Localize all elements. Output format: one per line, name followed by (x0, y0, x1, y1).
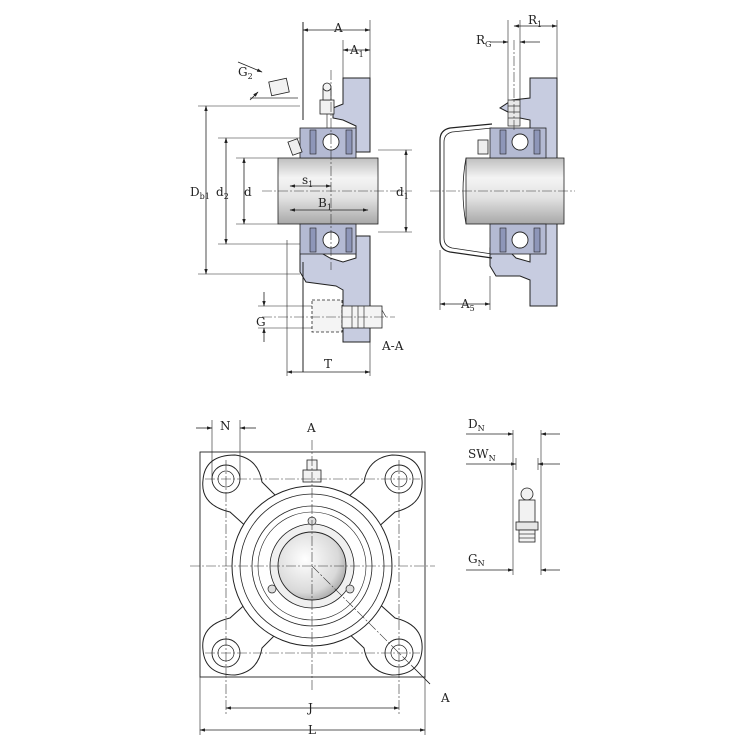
svg-text:A5: A5 (460, 297, 475, 313)
svg-text:s1: s1 (302, 173, 313, 189)
label-b1: B (318, 196, 327, 210)
svg-text:DN: DN (468, 417, 485, 433)
housing-upper (332, 77, 371, 153)
label-l: L (308, 723, 316, 737)
svg-text:B1: B1 (318, 196, 332, 212)
g2-detail (237, 61, 298, 101)
label-d2: d (216, 185, 224, 199)
svg-text:G2: G2 (238, 65, 253, 81)
label-a5: A (460, 297, 470, 311)
svg-text:d1: d1 (396, 185, 409, 201)
label-a-top: A (306, 421, 316, 435)
label-g: G (256, 315, 266, 329)
section-view-cover: RG R1 A5 (430, 13, 575, 313)
label-g2: G (238, 65, 248, 79)
label-gn: G (468, 552, 478, 566)
label-a: A (333, 21, 343, 35)
label-a1: A (349, 43, 359, 57)
front-view: N A A J L (190, 419, 450, 737)
label-db1: D (190, 185, 200, 199)
svg-text:GN: GN (468, 552, 485, 568)
svg-text:Db1: Db1 (190, 185, 210, 201)
svg-text:A1: A1 (349, 43, 364, 59)
svg-text:d2: d2 (216, 185, 229, 201)
label-r1: R (528, 13, 538, 27)
label-t: T (324, 357, 332, 371)
label-n: N (220, 419, 231, 433)
label-j: J (306, 701, 313, 715)
set-screw (287, 138, 303, 156)
label-swn: SW (468, 447, 489, 461)
label-s1: s (302, 173, 308, 187)
svg-text:RG: RG (476, 33, 491, 49)
section-view-aa: A A1 G2 Db1 d2 d s1 B1 d1 G T A-A (190, 20, 412, 376)
svg-text:SWN: SWN (468, 447, 496, 463)
label-a-bottom: A (440, 691, 450, 705)
grease-nipple (319, 82, 335, 128)
label-dn: D (468, 417, 478, 431)
label-rg: R (476, 33, 486, 47)
svg-text:R1: R1 (528, 13, 542, 29)
label-section-aa: A-A (381, 339, 404, 353)
label-d: d (244, 185, 252, 199)
nipple-detail: DN SWN GN (466, 417, 560, 575)
label-d1: d (396, 185, 404, 199)
end-cover (439, 123, 493, 259)
